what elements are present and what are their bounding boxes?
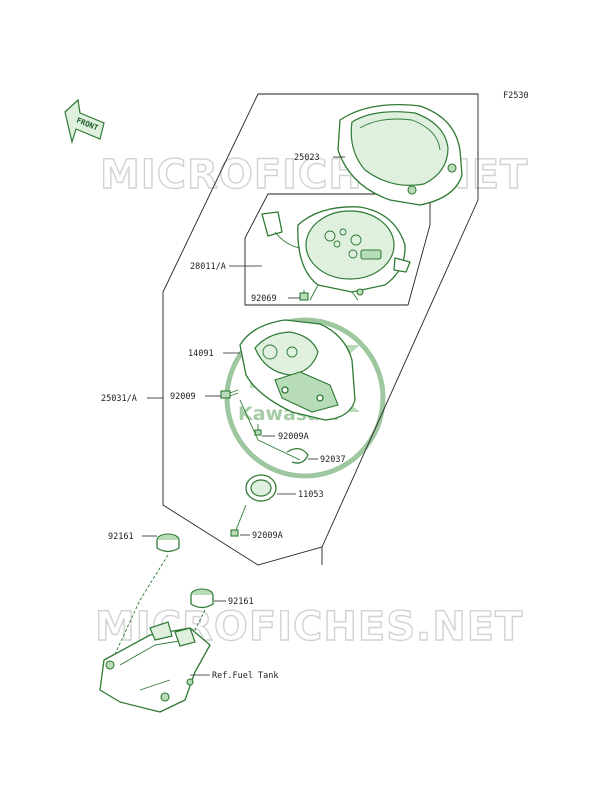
part-label-92161-1[interactable]: 92161 [108,532,134,542]
part-label-25031a[interactable]: 25031/A [101,394,137,404]
screw-92009a-upper [254,424,262,436]
gasket-11053 [245,474,277,502]
assembly-frame-edge [321,199,479,548]
grommet-92161-upper [156,533,180,553]
assembly-frame-outline [162,93,479,566]
meter-unit-28011a [261,206,411,301]
screw-92069 [299,290,309,301]
figure-code: F2530 [503,91,529,101]
part-label-25023[interactable]: 25023 [294,153,320,163]
meter-housing-14091 [239,319,356,421]
part-label-92161-2[interactable]: 92161 [228,597,254,607]
front-arrow-icon: FRONT [64,98,105,145]
part-label-92009a-2[interactable]: 92009A [252,531,283,541]
screw-92009 [220,389,239,399]
clip-92037 [286,448,309,464]
meter-cover-25023 [337,103,463,206]
part-label-92009[interactable]: 92009 [170,392,196,402]
part-label-92009a-1[interactable]: 92009A [278,432,309,442]
part-label-28011a[interactable]: 28011/A [190,262,226,272]
part-label-11053[interactable]: 11053 [298,490,324,500]
part-label-ref-fuel-tank[interactable]: Ref.Fuel Tank [212,671,279,681]
part-label-92069[interactable]: 92069 [251,294,277,304]
part-label-92037[interactable]: 92037 [320,455,346,465]
meter-bracket [99,621,211,713]
screw-92009a-lower [230,529,239,537]
grommet-92161-lower [190,588,214,609]
part-label-14091[interactable]: 14091 [188,349,214,359]
